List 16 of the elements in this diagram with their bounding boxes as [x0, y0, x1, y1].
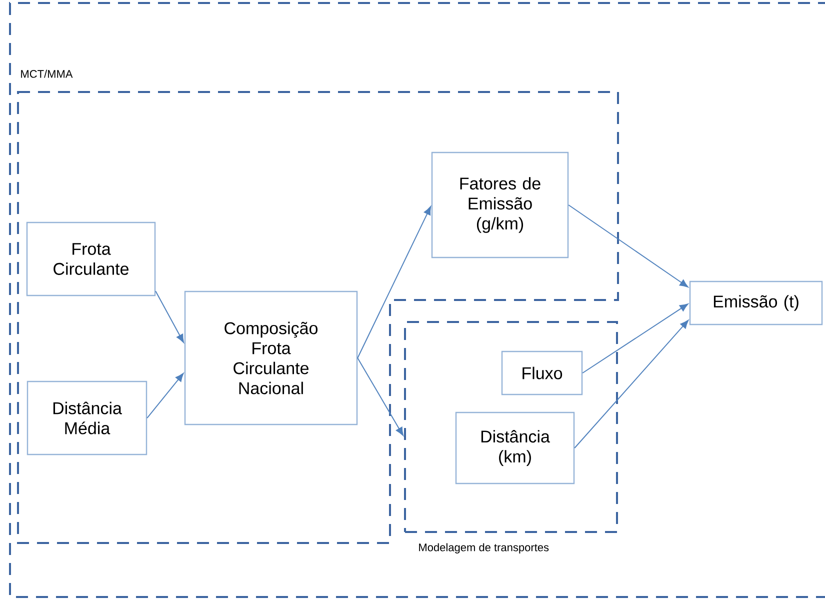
- arrow: [582, 304, 688, 374]
- process-box: Distância Média: [26, 380, 148, 456]
- arrow: [146, 373, 184, 418]
- process-box: Frota Circulante: [26, 222, 156, 296]
- arrow: [357, 206, 432, 358]
- arrow: [568, 204, 688, 288]
- process-box: Distância (km): [455, 412, 575, 484]
- arrow: [357, 358, 404, 436]
- node-label: MCT/MMA: [21, 70, 73, 78]
- arrow: [155, 290, 184, 343]
- arrow: [574, 320, 689, 448]
- process-box: Fluxo: [501, 350, 583, 396]
- process-box: Emissão (t): [689, 280, 823, 326]
- process-box: Composição Frota Circulante Nacional: [184, 290, 358, 426]
- node-label: Modelagem de transportes: [419, 543, 549, 554]
- process-box: Fatores de Emissão (g/km): [431, 152, 569, 258]
